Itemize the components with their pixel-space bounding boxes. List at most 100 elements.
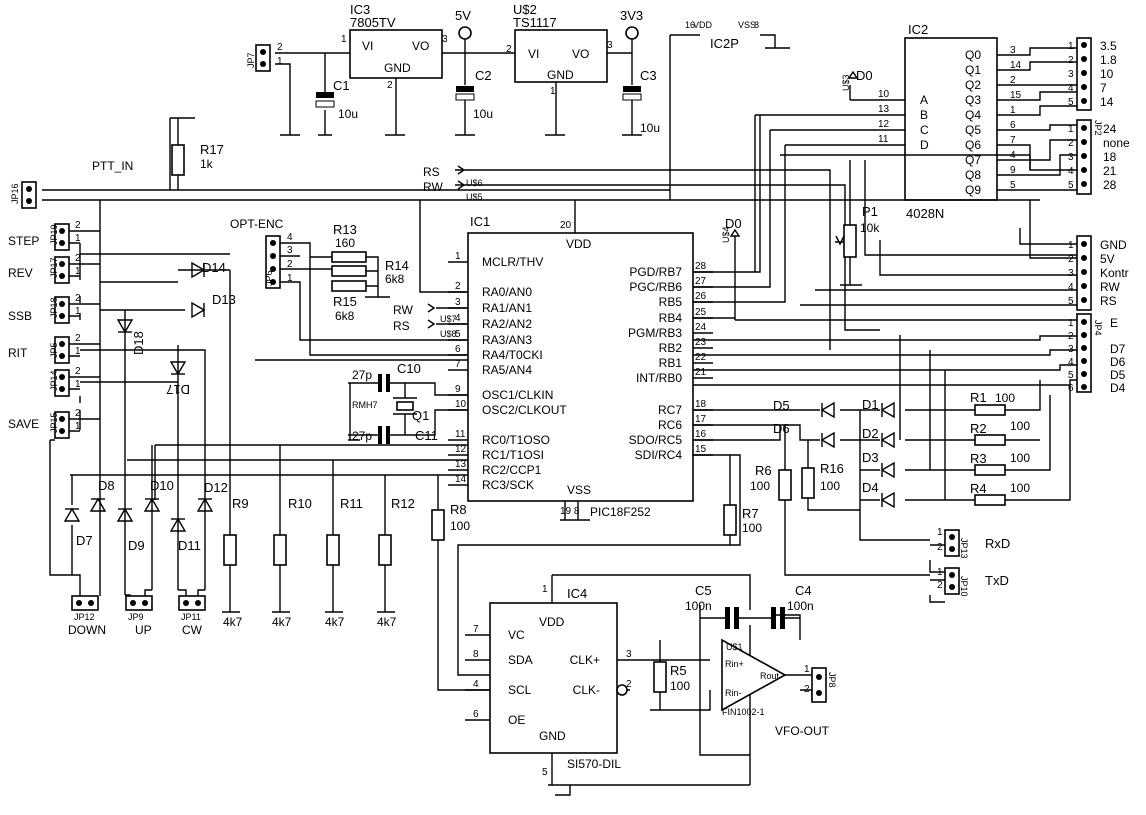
- ic1-left-label: RC1/T1OSI: [482, 448, 544, 462]
- jp16-connector[interactable]: JP16: [10, 181, 37, 209]
- jp7-connector[interactable]: JP7: [246, 44, 271, 72]
- ic1-left-pin: 9: [455, 384, 461, 395]
- p1-pot[interactable]: [843, 224, 857, 258]
- ic2-in-label: B: [920, 108, 928, 122]
- connector-pin-label: 21: [1103, 164, 1117, 178]
- r17: [171, 144, 185, 176]
- ic2-out-pin: 3: [1010, 45, 1016, 56]
- jp8-label: JP8: [827, 672, 837, 688]
- svg-text:1: 1: [937, 567, 943, 578]
- r9-label: R9: [232, 496, 249, 511]
- rit-button-label: RIT: [8, 346, 28, 360]
- r15-label: R15: [333, 294, 357, 309]
- ic1-right-label: RB2: [659, 341, 683, 355]
- jp13-rxd[interactable]: [944, 529, 960, 557]
- c4-label: C4: [795, 583, 812, 598]
- connector-pin-label: D5: [1110, 368, 1126, 382]
- jp12-down[interactable]: [71, 595, 99, 611]
- d5-label: D5: [773, 398, 790, 413]
- c3-label: C3: [640, 68, 657, 83]
- ic2p-vdd-pin: 16: [685, 20, 695, 30]
- jp6-connector[interactable]: JP6: [264, 235, 281, 289]
- us3-label: U$3: [841, 74, 851, 91]
- ic2-out-label: Q2: [965, 78, 981, 92]
- diode-d5: [820, 401, 835, 419]
- jp11-label: JP11: [181, 612, 201, 622]
- jp8-vfo-out[interactable]: [811, 667, 827, 703]
- jp6-label: JP6: [264, 270, 274, 286]
- r6-label: R6: [755, 463, 772, 478]
- connector-pin: 5: [1068, 296, 1074, 307]
- jp9-up[interactable]: [125, 595, 153, 611]
- ic1-left-label: MCLR/THV: [482, 255, 543, 269]
- d11-label: D11: [178, 538, 201, 553]
- ic1-body: [467, 232, 694, 502]
- ic2-name: IC2: [908, 22, 928, 37]
- r6-value: 100: [750, 479, 770, 493]
- svg-text:2: 2: [287, 259, 293, 270]
- us7-label: U$7: [440, 314, 457, 324]
- r1-label: R1: [970, 390, 987, 405]
- rw-label-top: RW: [423, 180, 443, 194]
- c10-label: C10: [397, 361, 421, 376]
- r11-label: R11: [340, 496, 363, 511]
- jp15-label: JP15: [49, 412, 59, 433]
- caps-power: [315, 86, 642, 108]
- connector-pin: 5: [1068, 180, 1074, 191]
- r5-label: R5: [670, 663, 687, 678]
- ic4-left-label: OE: [508, 713, 525, 727]
- ic1-left-pin: 6: [455, 344, 461, 355]
- q1-label: Q1: [412, 408, 429, 423]
- connector-pin-label: D4: [1110, 381, 1126, 395]
- ic1-right-label: PGM/RB3: [628, 326, 682, 340]
- us4-label: U$4: [721, 226, 731, 243]
- r2-label: R2: [970, 421, 987, 436]
- jp11-cw[interactable]: [178, 595, 206, 611]
- diode-d2: [880, 431, 895, 449]
- ic1-left-label: RA4/T0CKI: [482, 348, 543, 362]
- ic2-in-pin: 13: [878, 104, 890, 115]
- ic2-out-pin: 6: [1010, 120, 1016, 131]
- c1-label: C1: [333, 78, 350, 93]
- c11-label: C11: [415, 428, 438, 443]
- ic1-left-label: RA2/AN2: [482, 317, 532, 331]
- r3-value: 100: [1010, 451, 1030, 465]
- connector-pin: 5: [1068, 370, 1074, 381]
- d17-label: D17: [166, 382, 190, 397]
- ic1-left-label: RA5/AN4: [482, 363, 532, 377]
- rs-label-top: RS: [423, 165, 440, 179]
- ic1-right-label: INT/RB0: [636, 371, 682, 385]
- d0-label-mid: D0: [725, 216, 742, 231]
- jp19-label: JP19: [49, 224, 59, 245]
- d3-label: D3: [862, 450, 879, 465]
- ic1-right-pin: 25: [695, 307, 707, 318]
- ic1-left-label: RA0/AN0: [482, 285, 532, 299]
- ic1-left-pin: 13: [455, 459, 467, 470]
- jp10-txd[interactable]: [944, 567, 960, 595]
- connector-pin-label: 7: [1100, 81, 1107, 95]
- ic2p-vss: VSS: [738, 20, 756, 30]
- vfo-out-label: VFO-OUT: [775, 724, 830, 738]
- r16-value: 100: [820, 479, 840, 493]
- r1-value: 100: [995, 391, 1015, 405]
- us1-part: FIN1002-1: [722, 707, 765, 717]
- c1-value: 10u: [338, 107, 358, 121]
- d7-label: D7: [76, 533, 93, 548]
- ic2-out-label: Q8: [965, 168, 981, 182]
- us1-fin1002: [721, 638, 787, 712]
- d0-label-top: D0: [856, 68, 873, 83]
- connector-pin-label: 3.5: [1100, 39, 1117, 53]
- step-button-label: STEP: [8, 234, 39, 248]
- ic1-right-pin: 21: [695, 367, 707, 378]
